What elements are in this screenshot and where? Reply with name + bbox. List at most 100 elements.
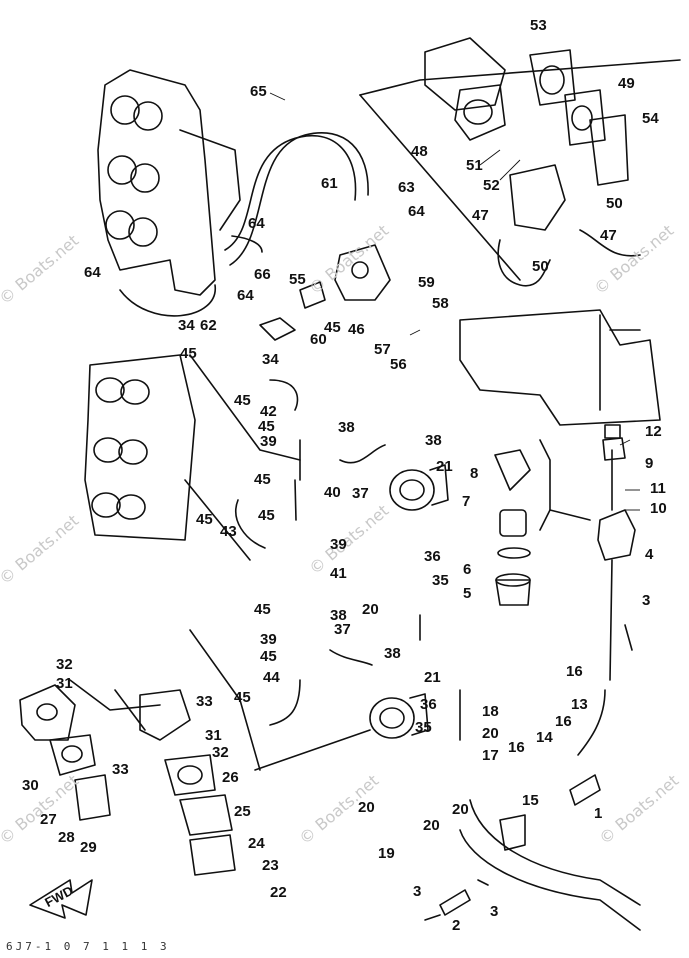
- callout-51: 51: [466, 157, 483, 174]
- callout-59: 59: [418, 274, 435, 291]
- callout-45-i: 45: [260, 648, 277, 665]
- plate-stack-lower: [19, 684, 236, 876]
- callout-45-g: 45: [258, 507, 275, 524]
- callout-35-a: 35: [432, 572, 449, 589]
- fuel-filter-body: [597, 424, 636, 681]
- callout-30: 30: [22, 777, 39, 794]
- callout-20-a: 20: [362, 601, 379, 618]
- callout-16-b: 16: [555, 713, 572, 730]
- callout-2: 2: [452, 917, 461, 934]
- callout-41: 41: [330, 565, 347, 582]
- callout-21-b: 21: [424, 669, 441, 686]
- callout-45-b: 45: [180, 345, 197, 362]
- callout-61: 61: [321, 175, 338, 192]
- callout-45-d: 45: [258, 418, 275, 435]
- callout-12: 12: [645, 423, 662, 440]
- callout-3-c: 3: [490, 903, 499, 920]
- callout-32-b: 32: [212, 744, 229, 761]
- diagram-code: 6J7-1 0 7 1 1 1 3: [6, 940, 170, 953]
- callout-50-a: 50: [606, 195, 623, 212]
- cylinder-block-middle: [84, 354, 196, 541]
- outboard-bracket: [459, 309, 661, 426]
- callout-1: 1: [594, 805, 603, 822]
- callout-23: 23: [262, 857, 279, 874]
- callout-8: 8: [470, 465, 479, 482]
- callout-50-b: 50: [532, 258, 549, 275]
- callout-33-b: 33: [112, 761, 129, 778]
- callout-28: 28: [58, 829, 75, 846]
- callout-54: 54: [642, 110, 659, 127]
- callout-37-b: 37: [334, 621, 351, 638]
- fuel-filter-parts: [494, 449, 531, 606]
- callout-36-b: 36: [420, 696, 437, 713]
- callout-48: 48: [411, 143, 428, 160]
- callout-63: 63: [398, 179, 415, 196]
- callout-22: 22: [270, 884, 287, 901]
- callout-6: 6: [463, 561, 472, 578]
- callout-33-a: 33: [196, 693, 213, 710]
- callout-38-b: 38: [425, 432, 442, 449]
- callout-66: 66: [254, 266, 271, 283]
- callout-58: 58: [432, 295, 449, 312]
- callout-20-b: 20: [482, 725, 499, 742]
- callout-64-b: 64: [248, 215, 265, 232]
- callout-7: 7: [462, 493, 471, 510]
- lower-unit: [459, 799, 641, 931]
- callout-20-c: 20: [358, 799, 375, 816]
- callout-45-h: 45: [254, 601, 271, 618]
- callout-27: 27: [40, 811, 57, 828]
- callout-15: 15: [522, 792, 539, 809]
- callout-19: 19: [378, 845, 395, 862]
- filter-housing: [259, 244, 391, 341]
- callout-39-a: 39: [260, 433, 277, 450]
- callout-53: 53: [530, 17, 547, 34]
- callout-39-b: 39: [330, 536, 347, 553]
- callout-35-b: 35: [415, 719, 432, 736]
- callout-64-d: 64: [237, 287, 254, 304]
- fuel-pump-upper: [497, 164, 641, 287]
- callout-38-c: 38: [330, 607, 347, 624]
- fuel-pump-low: [369, 693, 429, 739]
- callout-29: 29: [80, 839, 97, 856]
- callout-40: 40: [324, 484, 341, 501]
- callout-26: 26: [222, 769, 239, 786]
- callout-47-a: 47: [472, 207, 489, 224]
- callout-37-a: 37: [352, 485, 369, 502]
- cylinder-block-upper: [97, 69, 241, 296]
- callout-16-a: 16: [566, 663, 583, 680]
- callout-45-j: 45: [234, 689, 251, 706]
- callout-21-a: 21: [436, 458, 453, 475]
- callout-31-a: 31: [56, 675, 73, 692]
- callout-3-b: 3: [413, 883, 422, 900]
- callout-46: 46: [348, 321, 365, 338]
- callout-5: 5: [463, 585, 472, 602]
- callout-45-e: 45: [254, 471, 271, 488]
- fuel-hoses-middle: [235, 379, 386, 726]
- callout-45-f: 45: [196, 511, 213, 528]
- callout-36-a: 36: [424, 548, 441, 565]
- callout-18: 18: [482, 703, 499, 720]
- callout-20-d: 20: [452, 801, 469, 818]
- callout-44: 44: [263, 669, 280, 686]
- callout-55: 55: [289, 271, 306, 288]
- callout-52: 52: [483, 177, 500, 194]
- callout-64-a: 64: [408, 203, 425, 220]
- callout-64-c: 64: [84, 264, 101, 281]
- callout-32-a: 32: [56, 656, 73, 673]
- callout-13: 13: [571, 696, 588, 713]
- callout-16-c: 16: [508, 739, 525, 756]
- callout-39-c: 39: [260, 631, 277, 648]
- callout-49: 49: [618, 75, 635, 92]
- fwd-arrow-icon: [29, 879, 93, 919]
- callout-65: 65: [250, 83, 267, 100]
- callout-38-d: 38: [384, 645, 401, 662]
- callout-10: 10: [650, 500, 667, 517]
- fuel-pump-mid: [389, 464, 449, 511]
- callout-62: 62: [200, 317, 217, 334]
- callout-4: 4: [645, 546, 654, 563]
- callout-43: 43: [220, 523, 237, 540]
- callout-34-b: 34: [262, 351, 279, 368]
- callout-20-e: 20: [423, 817, 440, 834]
- callout-24: 24: [248, 835, 265, 852]
